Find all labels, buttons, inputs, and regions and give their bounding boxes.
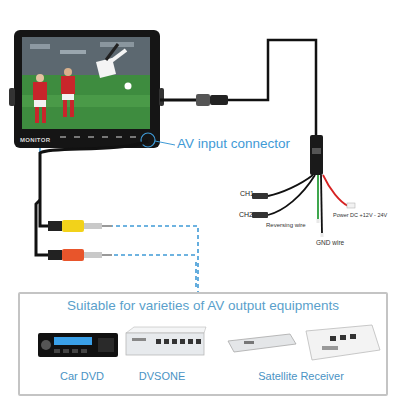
- equipment-panel: Suitable for varieties of AV output equi…: [18, 292, 388, 396]
- aviation-connector: [210, 95, 228, 105]
- node-label: DVSONE: [139, 370, 185, 382]
- dashed-signal-line: [195, 262, 197, 288]
- reversing-wire: [317, 175, 319, 220]
- dashed-signal-line: [114, 254, 196, 256]
- wire-tip: [347, 203, 355, 208]
- device-card: DVSONE: [122, 324, 202, 394]
- monitor-unit: MONITOR: [14, 30, 160, 148]
- connector-layer: [40, 148, 198, 292]
- callout-label: AV input connector: [177, 137, 290, 152]
- wire-tip: [317, 219, 320, 223]
- camera-cable: [228, 40, 316, 136]
- rca-sleeve: [48, 250, 62, 260]
- device-card: Satellite Receiver: [216, 324, 386, 394]
- gnd-wire: [321, 175, 322, 234]
- wire-tip: [321, 233, 324, 237]
- device-card: Car DVD: [40, 324, 124, 394]
- rca-metal: [84, 252, 102, 258]
- channel-label: CH1: [240, 190, 254, 198]
- node-label: Satellite Receiver: [258, 370, 344, 382]
- wire-label: Power DC +12V - 24V: [333, 212, 387, 218]
- rca-metal: [84, 223, 102, 229]
- rca-sleeve: [48, 221, 62, 231]
- channel-label: CH2: [239, 211, 253, 219]
- ch1-plug: [252, 193, 268, 199]
- av-signal-connector: [40, 148, 198, 292]
- junction-box: [310, 135, 323, 175]
- wire-label: GND wire: [316, 239, 344, 246]
- node-label: Suitable for varieties of AV output equi…: [20, 298, 386, 313]
- junction-detail: [312, 148, 321, 154]
- ch1-wire: [268, 175, 313, 196]
- node-label: MONITOR: [20, 137, 50, 143]
- rca-pin: [102, 254, 112, 256]
- av-cable: [36, 200, 48, 255]
- wire-label: Reversing wire: [266, 222, 306, 229]
- camera-cable: [160, 99, 196, 102]
- ch2-plug: [252, 212, 268, 218]
- rca-plug-red: [62, 249, 84, 261]
- node-label: Car DVD: [60, 370, 104, 382]
- rca-plug-yellow: [62, 220, 84, 232]
- rca-pin: [102, 225, 112, 227]
- av-cable: [40, 141, 148, 226]
- power-wire: [323, 175, 348, 206]
- aviation-connector: [196, 94, 210, 106]
- ch2-wire: [268, 175, 315, 215]
